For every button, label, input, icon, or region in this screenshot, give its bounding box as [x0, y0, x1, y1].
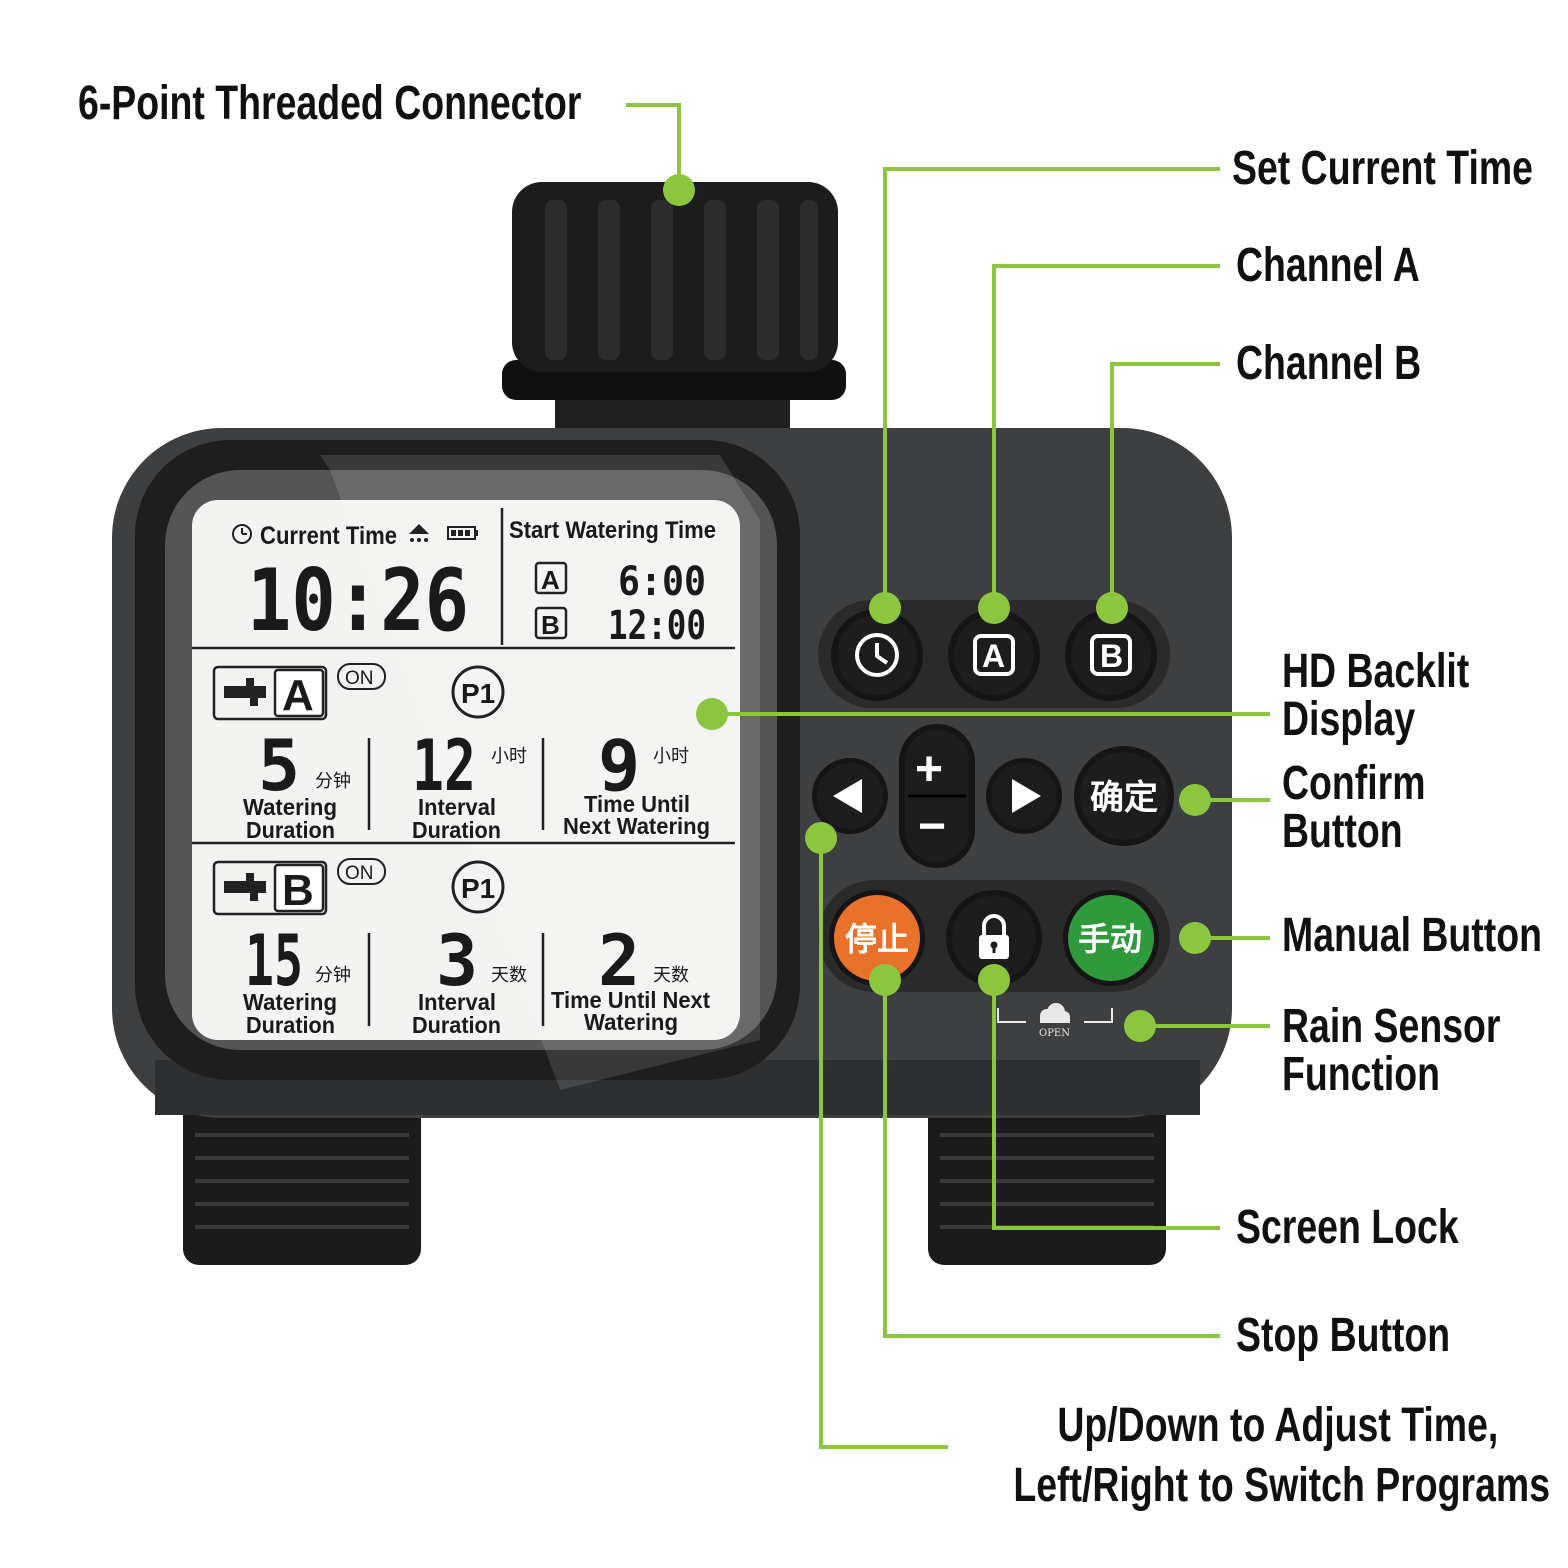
channel-a-duration-label-1: Watering: [243, 794, 337, 820]
callout-display-2: Display: [1282, 693, 1416, 746]
channel-b-next-label-1: Time Until Next: [551, 987, 710, 1013]
stop-button[interactable]: 停止: [829, 890, 925, 986]
channel-a-duration-label-2: Duration: [246, 817, 335, 843]
channel-b-duration-label-2: Duration: [246, 1012, 335, 1038]
threaded-connector: [502, 182, 846, 455]
left-arrow-button[interactable]: [812, 758, 888, 834]
confirm-button-label: 确定: [1090, 778, 1158, 818]
channel-b-interval-unit: 天数: [491, 965, 527, 985]
plus-label: +: [915, 743, 943, 796]
callout-channel-a: Channel A: [1236, 239, 1420, 292]
callout-rain-1: Rain Sensor: [1282, 1000, 1501, 1053]
callout-screen-lock: Screen Lock: [1236, 1201, 1459, 1254]
callout-channel-b: Channel B: [1236, 337, 1422, 390]
clock-icon: [855, 633, 899, 677]
channel-a-next-label-1: Time Until: [584, 791, 690, 817]
lock-icon: [979, 914, 1009, 959]
start-b-letter: B: [541, 610, 560, 640]
open-label: OPEN: [1039, 1028, 1070, 1039]
channel-a-duration-value: 5: [258, 725, 300, 807]
channel-b-button[interactable]: B: [1065, 609, 1157, 701]
channel-a-on: ON: [345, 668, 374, 689]
confirm-button[interactable]: 确定: [1074, 746, 1174, 846]
channel-a-duration-unit: 分钟: [315, 771, 351, 791]
channel-a-interval-value: 12: [412, 725, 476, 807]
minus-label: −: [918, 800, 946, 853]
channel-b-interval-value: 3: [436, 920, 478, 1002]
current-time-label: Current Time: [260, 522, 397, 550]
channel-b-duration-unit: 分钟: [315, 965, 351, 985]
rain-sensor-indicator: OPEN: [997, 1003, 1113, 1039]
channel-a-interval-label-1: Interval: [418, 794, 496, 820]
callout-connector: 6-Point Threaded Connector: [78, 77, 582, 130]
left-arrow-icon: [833, 779, 862, 813]
manual-button-label: 手动: [1078, 920, 1142, 958]
channel-b-button-label: B: [1100, 638, 1123, 674]
channel-b-next-label-2: Watering: [584, 1009, 678, 1035]
channel-b-duration-value: 15: [245, 920, 303, 1002]
callout-updown-1: Up/Down to Adjust Time,: [1057, 1399, 1498, 1452]
channel-b-letter: B: [282, 866, 314, 915]
battery-icon: [447, 526, 478, 540]
channel-b-interval-label-1: Interval: [418, 989, 496, 1015]
callout-rain-2: Function: [1282, 1048, 1441, 1101]
set-time-button[interactable]: [831, 609, 923, 701]
up-down-button[interactable]: + −: [899, 724, 975, 868]
callout-set-time: Set Current Time: [1232, 142, 1533, 195]
channel-a-interval-unit: 小时: [491, 746, 527, 766]
channel-a-program: P1: [461, 678, 495, 709]
channel-a-next-value: 9: [598, 725, 640, 807]
stop-button-label: 停止: [845, 920, 909, 958]
callout-display-1: HD Backlit: [1282, 645, 1470, 698]
manual-button[interactable]: 手动: [1063, 890, 1159, 986]
channel-b-on: ON: [345, 863, 374, 884]
start-a-letter: A: [541, 565, 560, 595]
channel-a-next-unit: 小时: [653, 746, 689, 766]
start-a-time: 6:00: [618, 559, 706, 605]
channel-a-button[interactable]: A: [948, 609, 1040, 701]
channel-b-duration-label-1: Watering: [243, 989, 337, 1015]
faucet-icon: [212, 860, 328, 916]
cloud-icon: [1040, 1003, 1070, 1023]
screen-lock-button[interactable]: [946, 890, 1042, 986]
callout-confirm-2: Button: [1282, 805, 1403, 858]
rain-icon: [409, 524, 429, 542]
current-time-value: 10:26: [247, 551, 469, 651]
lcd-screen: [192, 500, 740, 1040]
start-watering-label: Start Watering Time: [509, 517, 716, 544]
right-arrow-button[interactable]: [986, 758, 1062, 834]
start-b-time: 12:00: [608, 603, 706, 649]
callout-manual: Manual Button: [1282, 909, 1542, 962]
channel-b-next-unit: 天数: [653, 965, 689, 985]
channel-a-next-label-2: Next Watering: [563, 813, 710, 839]
channel-a-button-label: A: [982, 638, 1005, 674]
channel-b-interval-label-2: Duration: [412, 1012, 501, 1038]
faucet-icon: [212, 665, 328, 721]
outlet-right: [928, 1090, 1166, 1265]
channel-b-program: P1: [461, 873, 495, 904]
callout-updown-2: Left/Right to Switch Programs: [1013, 1459, 1550, 1512]
callout-stop: Stop Button: [1236, 1309, 1451, 1362]
channel-a-interval-label-2: Duration: [412, 817, 501, 843]
channel-b-next-value: 2: [598, 920, 640, 1002]
callout-confirm-1: Confirm: [1282, 757, 1426, 810]
right-arrow-icon: [1012, 779, 1041, 813]
channel-a-letter: A: [282, 671, 314, 720]
clock-icon: [232, 524, 252, 544]
